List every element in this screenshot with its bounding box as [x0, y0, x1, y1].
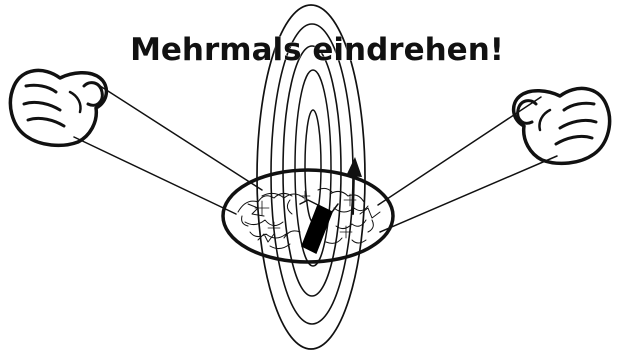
central-disc — [223, 170, 393, 262]
fist-right-icon — [514, 88, 610, 163]
diagram-title: Mehrmals eindrehen! — [130, 32, 504, 68]
rotation-arrow-icon — [346, 157, 362, 214]
fist-left-icon — [10, 70, 106, 145]
